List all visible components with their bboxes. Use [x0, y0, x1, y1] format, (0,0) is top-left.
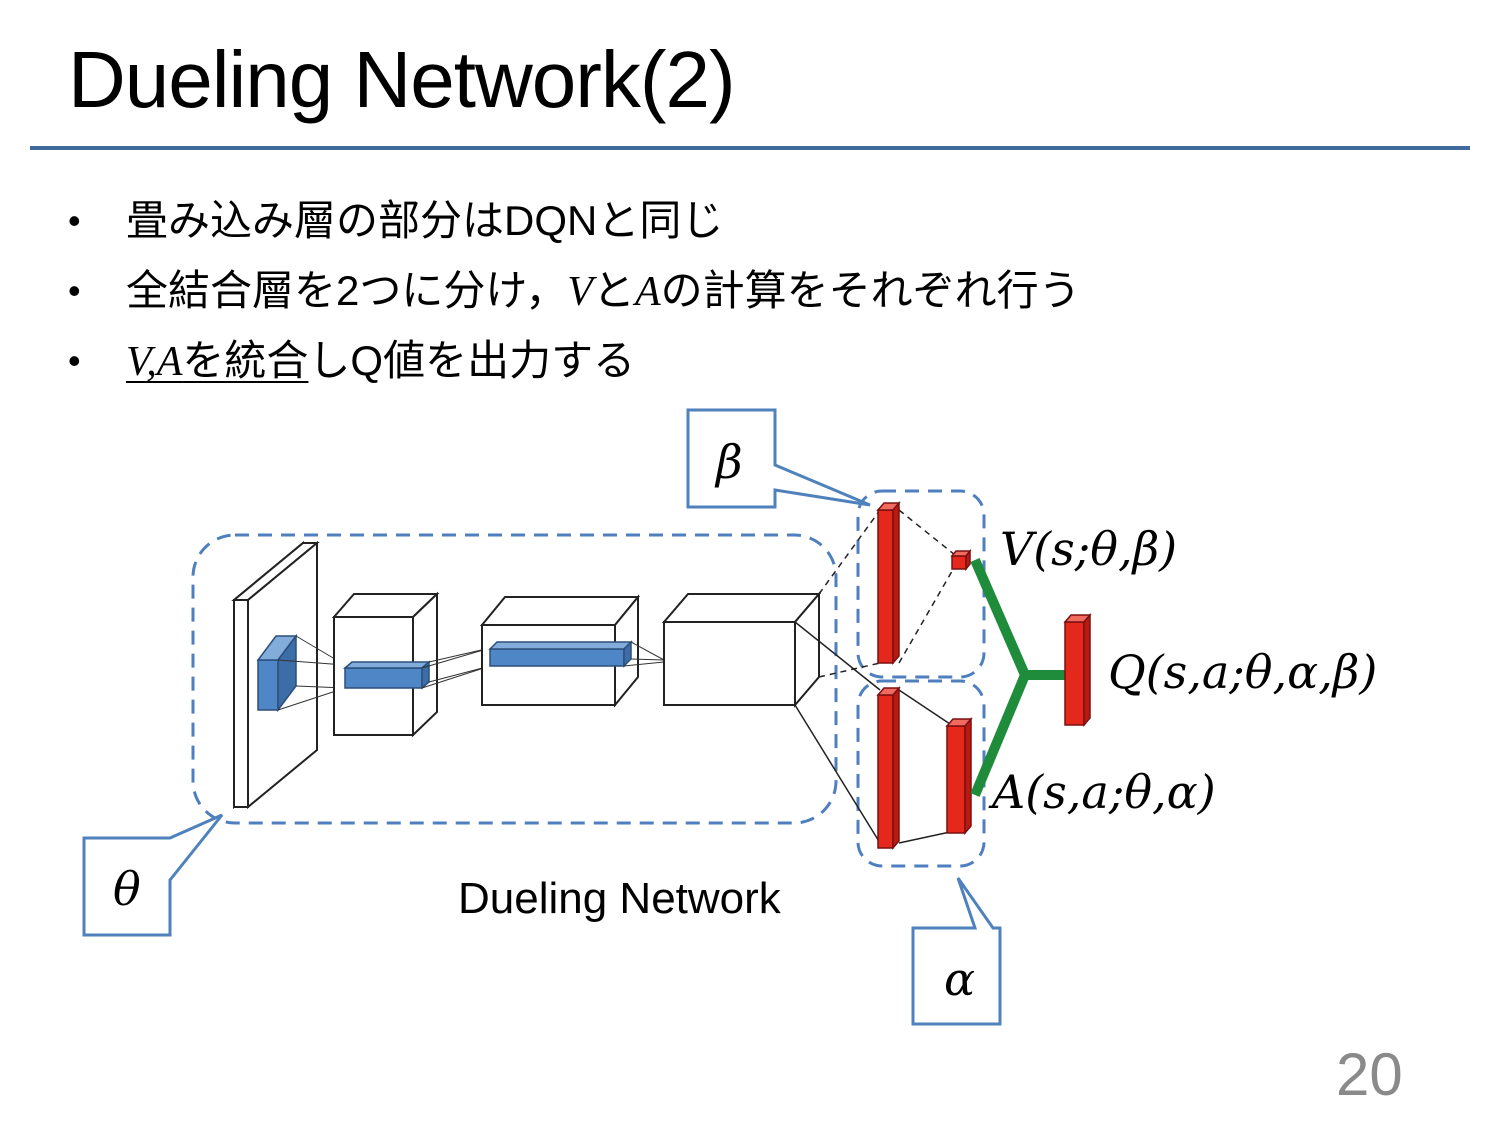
bullet-text: と: [592, 267, 635, 314]
bullet-list: • 畳み込み層の部分はDQNと同じ • 全結合層を2つに分け，VとAの計算をそれ…: [68, 186, 1081, 396]
beta-label: β: [716, 435, 743, 489]
conv-lines-3: [623, 641, 665, 667]
conv-kernel-2: [342, 660, 432, 690]
aggregator-module: [970, 558, 1068, 797]
bullet-item: • V,Aを統合しQ値を出力する: [68, 326, 1081, 396]
advantage-stream-box: [856, 679, 986, 868]
network-caption: Dueling Network: [458, 874, 781, 923]
dashed-connections: [818, 509, 956, 678]
q-output-layer: [1063, 612, 1092, 728]
bullet-var-v: V: [567, 269, 593, 315]
bullet-text: 畳み込み層の部分はDQNと同じ: [126, 197, 724, 244]
bullet-item: • 全結合層を2つに分け，VとAの計算をそれぞれ行う: [68, 256, 1081, 326]
bullet-text: を統合: [182, 337, 309, 384]
bullet-dot: •: [68, 340, 81, 381]
bullet-dot: •: [68, 200, 81, 241]
conv-group-box: [191, 533, 838, 825]
alpha-callout: [911, 877, 1002, 1026]
conv-kernel-3: [488, 640, 633, 668]
advantage-output-layer: [945, 716, 973, 836]
value-stream-box: [856, 489, 986, 679]
bullet-var-va: V,A: [126, 339, 183, 385]
page-number: 20: [1336, 1041, 1403, 1108]
bullet-var-a: A: [634, 269, 661, 315]
bullet-text: の計算をそれぞれ行う: [660, 267, 1081, 314]
conv-lines-2: [421, 647, 491, 689]
bullet-dot: •: [68, 270, 81, 311]
theta-label: θ: [113, 862, 141, 916]
underlined-phrase: V,Aを統合: [126, 337, 309, 385]
bullet-item: • 畳み込み層の部分はDQNと同じ: [68, 186, 1081, 256]
conv-block-4: [661, 591, 822, 708]
title-divider: [30, 146, 1470, 150]
bullet-text: しQ値を出力する: [308, 337, 636, 384]
value-output-node: [950, 548, 972, 572]
beta-callout: [686, 408, 871, 509]
alpha-label: α: [944, 952, 976, 1006]
value-fc-layer: [876, 500, 901, 666]
advantage-fc-layer: [876, 685, 901, 851]
theta-callout: [82, 813, 224, 937]
q-output-label: Q(s,a;θ,α,β): [1108, 645, 1378, 699]
solid-connections: [794, 621, 951, 844]
value-output-label: V(s;θ,β): [1000, 522, 1178, 576]
slide-title: Dueling Network(2): [68, 35, 736, 124]
bullet-text: 全結合層を2つに分け，: [126, 267, 568, 314]
advantage-output-label: A(s,a;θ,α): [992, 765, 1216, 819]
